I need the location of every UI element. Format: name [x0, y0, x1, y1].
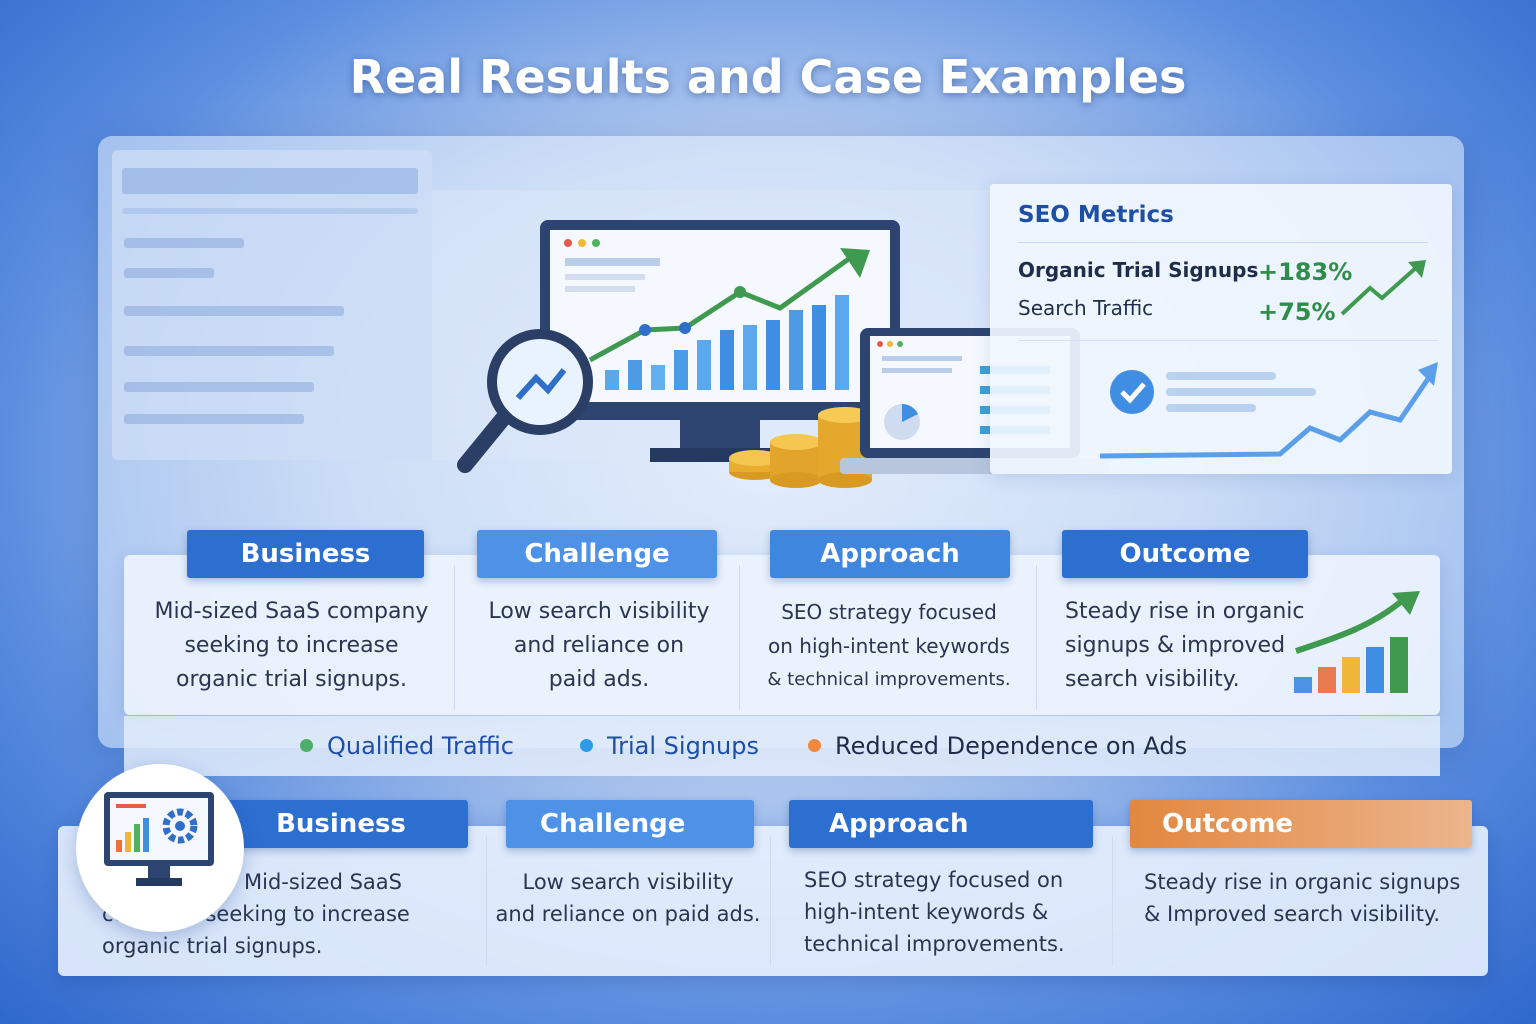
card-line: and reliance on [513, 633, 685, 658]
header2-challenge: Challenge [506, 800, 754, 848]
legend-item-reduced-ads: Reduced Dependence on Ads [808, 732, 1187, 760]
page-title: Real Results and Case Examples [349, 50, 1187, 104]
magnifier-icon [457, 329, 593, 473]
metric-label-organic-signups: Organic Trial Signups [1018, 258, 1259, 282]
header-approach: Approach [770, 530, 1010, 578]
legend-item-qualified-traffic: Qualified Traffic [300, 732, 514, 760]
divider [486, 836, 487, 966]
card2-approach-text: SEO strategy focused on high-intent keyw… [804, 864, 1104, 960]
header-challenge: Challenge [477, 530, 717, 578]
seo-metrics-panel: SEO Metrics Organic Trial Signups +183% … [990, 184, 1452, 474]
case-cards-bottom: Mid-sized SaaS company seeking to increa… [58, 826, 1488, 976]
card-line: high-intent keywords & [804, 900, 1049, 924]
card-line: SEO strategy focused [781, 600, 997, 624]
card-line: SEO strategy focused on [804, 868, 1064, 892]
legend: Qualified Traffic Trial Signups Reduced … [124, 716, 1440, 776]
card-line: & Improved search visibility. [1144, 902, 1441, 926]
card2-outcome-text: Steady rise in organic signups & Improve… [1144, 866, 1484, 930]
card-line: Mid-sized SaaS company [154, 599, 429, 624]
card-line: Low search visibility [522, 870, 734, 894]
card-business-text: Mid-sized SaaS company seeking to increa… [124, 595, 459, 697]
growth-chart-icon [1294, 591, 1420, 693]
card-line: & technical improvements. [767, 669, 1011, 690]
divider [1018, 340, 1438, 341]
card-challenge-text: Low search visibility and reliance on pa… [454, 595, 744, 697]
divider [1112, 836, 1113, 966]
header-outcome: Outcome [1062, 530, 1308, 578]
divider [739, 565, 740, 710]
legend-label: Trial Signups [607, 732, 759, 760]
trend-up-icon [1340, 260, 1426, 316]
card2-challenge-text: Low search visibility and reliance on pa… [486, 866, 770, 930]
case-cards-top: Mid-sized SaaS company seeking to increa… [124, 555, 1440, 715]
card-line: Low search visibility [488, 599, 710, 624]
legend-label: Reduced Dependence on Ads [835, 732, 1188, 760]
legend-dot [808, 738, 821, 752]
divider [770, 836, 771, 966]
divider [1036, 565, 1037, 710]
card-line: organic trial signups. [176, 667, 407, 692]
card-line: Steady rise in organic [1065, 599, 1305, 624]
card-line: search visibility. [1065, 667, 1240, 692]
card-line: technical improvements. [804, 932, 1065, 956]
card-outcome-text: Steady rise in organic signups & improve… [1039, 595, 1325, 697]
divider [1018, 242, 1428, 243]
legend-dot [300, 738, 313, 752]
card-line: paid ads. [548, 667, 650, 692]
dashboard-badge [76, 764, 244, 932]
traffic-trend-graphic [1100, 362, 1438, 459]
legend-label: Qualified Traffic [327, 732, 514, 760]
card-line: organic trial signups. [102, 934, 323, 958]
card-line: signups & improved [1065, 633, 1286, 658]
header2-business: Business [214, 800, 468, 848]
card-line: Steady rise in organic signups [1144, 870, 1461, 894]
divider [454, 565, 455, 710]
header-business: Business [187, 530, 424, 578]
card-approach-text: SEO strategy focused on high-intent keyw… [742, 595, 1036, 697]
legend-item-trial-signups: Trial Signups [580, 732, 759, 760]
card-line: on high-intent keywords [768, 634, 1010, 658]
background-dashboard-window [112, 150, 432, 460]
card-line: seeking to increase [184, 633, 399, 658]
metrics-heading: SEO Metrics [1018, 202, 1174, 228]
card-line: and reliance on paid ads. [495, 902, 761, 926]
dashboard-settings-icon [104, 792, 214, 886]
card-line: Mid-sized SaaS [244, 870, 402, 894]
legend-dot [580, 738, 593, 752]
metric-value-organic-signups: +183% [1258, 258, 1353, 286]
header2-outcome: Outcome [1130, 800, 1472, 848]
metric-label-search-traffic: Search Traffic [1018, 296, 1154, 320]
header2-approach: Approach [789, 800, 1093, 848]
metric-value-search-traffic: +75% [1258, 298, 1336, 326]
